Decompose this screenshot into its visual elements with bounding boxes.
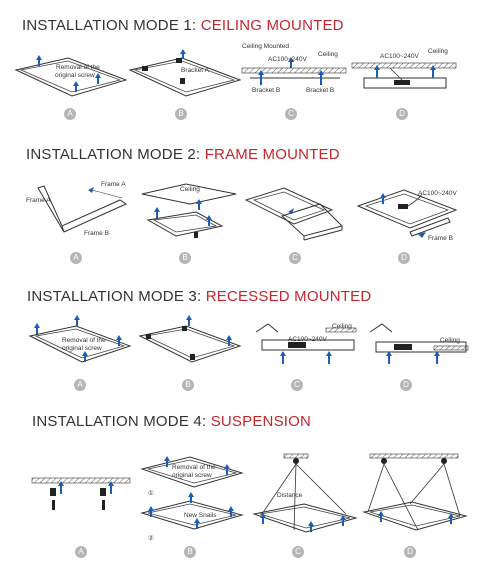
mode-3-step-b: B (182, 379, 194, 391)
mode-1-figure-a (14, 55, 128, 97)
mode-4b-removal-2: original screw (172, 472, 212, 479)
mode-3c-ceiling: Ceiling (332, 323, 352, 330)
mode-1-title: INSTALLATION MODE 1: CEILING MOUNTED (22, 17, 344, 34)
mode-1a-removal-1: Removal of the (56, 64, 100, 71)
mode-2-prefix: INSTALLATION MODE 2: (26, 146, 201, 163)
mode-1-figure-d (351, 62, 457, 89)
mode-1c-bracket-b-1: Bracket B (252, 87, 281, 94)
mode-1-step-b: B (175, 108, 187, 120)
mode-1-figure-b (128, 49, 242, 97)
mode-3-title: INSTALLATION MODE 3: RECESSED MOUNTED (27, 288, 371, 305)
mode-1-step-c: C (285, 108, 297, 120)
mode-3-step-d: D (400, 379, 412, 391)
mode-1-name: CEILING MOUNTED (200, 17, 344, 34)
mode-2a-frame-a-left: Frame A (26, 197, 51, 204)
mode-3-figure-c (255, 323, 357, 364)
mode-4-title: INSTALLATION MODE 4: SUSPENSION (32, 413, 311, 430)
mode-1a-removal-2: original screw (55, 72, 95, 79)
mode-4-name: SUSPENSION (210, 413, 312, 430)
mode-2a-frame-a-top: Frame A (101, 181, 126, 188)
mode-2-step-b: B (179, 252, 191, 264)
mode-2-step-a: A (70, 252, 82, 264)
mode-3-step-a: A (74, 379, 86, 391)
mode-1c-ceiling: Ceiling (318, 51, 338, 58)
mode-1d-ceiling: Ceiling (428, 48, 448, 55)
mode-1c-voltage: AC100~240V (268, 56, 307, 63)
mode-2d-frame-b: Frame B (428, 235, 453, 242)
mode-1b-bracket: Bracket A (181, 67, 209, 74)
mode-4-step-d: D (404, 546, 416, 558)
mode-2d-voltage: AC100~240V (418, 190, 457, 197)
mode-3-prefix: INSTALLATION MODE 3: (27, 288, 202, 305)
mode-4b-num-2: ② (148, 535, 154, 542)
mode-2b-ceiling: Ceiling (180, 186, 200, 193)
mode-3-step-c: C (291, 379, 303, 391)
mode-4-prefix: INSTALLATION MODE 4: (32, 413, 207, 430)
mode-2-figure-c (244, 187, 343, 241)
mode-1-step-a: A (64, 108, 76, 120)
mode-2-figure-a (37, 185, 128, 233)
mode-1-prefix: INSTALLATION MODE 1: (22, 17, 197, 34)
mode-2a-frame-b: Frame B (84, 230, 109, 237)
mode-1-step-d: D (396, 108, 408, 120)
mode-3d-ceiling: Ceiling (440, 337, 460, 344)
mode-3a-removal-1: Removal of the (62, 337, 106, 344)
mode-4c-distance: Distance (277, 492, 303, 499)
mode-1-figure-c (241, 57, 347, 85)
mode-2-name: FRAME MOUNTED (204, 146, 340, 163)
mode-4-figure-a (31, 477, 131, 510)
mode-4-step-a: A (75, 546, 87, 558)
mode-2-step-d: D (398, 252, 410, 264)
mode-3c-voltage: AC100~240V (288, 336, 327, 343)
mode-4-figure-d (362, 453, 468, 531)
mode-4b-removal-1: Removal of the (172, 464, 216, 471)
mode-1c-bracket-b-2: Bracket B (306, 87, 335, 94)
mode-4-figure-c (252, 453, 358, 533)
mode-3a-removal-2: original screw (62, 345, 102, 352)
mode-4-step-b: B (184, 546, 196, 558)
mode-4b-new-snails: New Snails (184, 512, 217, 519)
mode-4-step-c: C (292, 546, 304, 558)
mode-2-title: INSTALLATION MODE 2: FRAME MOUNTED (26, 146, 340, 163)
mode-2-figure-b (141, 183, 237, 238)
mode-3-figure-a (28, 315, 132, 363)
mode-2-step-c: C (289, 252, 301, 264)
mode-2-figure-d (356, 189, 458, 238)
mode-4-figure-b (140, 456, 244, 530)
mode-1d-voltage: AC100~240V (380, 53, 419, 60)
mode-1c-ceiling-mounted: Ceiling Mounted (242, 43, 289, 50)
mode-3-figure-b (138, 315, 242, 363)
mode-4b-num-1: ① (148, 490, 154, 497)
mode-3-name: RECESSED MOUNTED (205, 288, 372, 305)
mode-3-figure-d (369, 323, 469, 364)
